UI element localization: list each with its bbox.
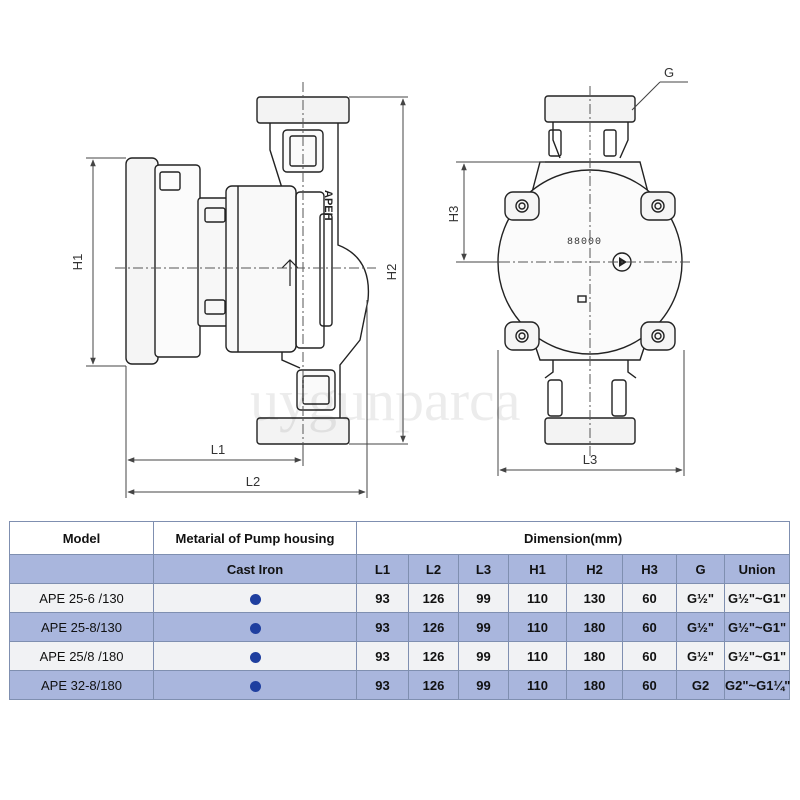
- header-empty-cell: [9, 554, 154, 584]
- cell-union: G½"~G1": [723, 641, 791, 671]
- header-col-l1: L1: [356, 554, 409, 584]
- motor-body: [197, 197, 229, 327]
- cell-l2: 126: [408, 641, 459, 671]
- dim-h3: [456, 161, 545, 263]
- bottom-window: [296, 369, 336, 411]
- cell-l2: 126: [408, 670, 459, 700]
- header-dimension: Dimension(mm): [355, 521, 791, 555]
- cell-l3: 99: [458, 583, 509, 613]
- material-dot-cell: [153, 670, 357, 700]
- row-model: APE 25/8 /180: [9, 641, 154, 671]
- dim-l3: [497, 350, 685, 476]
- table-row: APE 25/8 /180 93 126 99 110 180 60 G½" G…: [9, 641, 791, 671]
- housing-marking: APEH: [322, 190, 334, 221]
- cell-union: G½"~G1": [723, 583, 791, 613]
- header-cast-iron: Cast Iron: [153, 554, 357, 584]
- cell-l3: 99: [458, 670, 509, 700]
- cast-iron-dot-icon: [249, 651, 261, 663]
- nameplate-text: 88000: [567, 237, 602, 248]
- cell-g: G½": [676, 641, 725, 671]
- table-row: APE 32-8/180 93 126 99 110 180 60 G2 G2"…: [9, 670, 790, 700]
- row-model: APE 25-8/130: [9, 612, 154, 642]
- cell-l3: 99: [458, 612, 509, 642]
- label-l1: L1: [211, 442, 225, 457]
- cell-l3: 99: [458, 641, 509, 671]
- cast-iron-dot-icon: [249, 622, 261, 634]
- cell-h2: 180: [566, 612, 623, 642]
- cell-g: G½": [676, 612, 725, 642]
- cell-h1: 110: [508, 641, 567, 671]
- cell-h2: 180: [566, 670, 623, 700]
- material-dot-cell: [153, 641, 357, 671]
- cell-l1: 93: [356, 641, 409, 671]
- spec-table: Model Metarial of Pump housing Dimension…: [9, 521, 790, 700]
- table-row: APE 25-6 /130 93 126 99 110 130 60 G½" G…: [9, 583, 791, 613]
- label-h2: H2: [384, 264, 399, 281]
- cell-h3: 60: [622, 641, 677, 671]
- header-col-l3: L3: [458, 554, 509, 584]
- cell-l1: 93: [356, 612, 409, 642]
- header-material: Metarial of Pump housing: [153, 521, 357, 555]
- label-h3: H3: [446, 206, 461, 223]
- header-col-l2: L2: [408, 554, 459, 584]
- material-dot-cell: [153, 583, 357, 613]
- dim-h1: [86, 157, 126, 367]
- cell-h1: 110: [508, 583, 567, 613]
- label-h1: H1: [70, 254, 85, 271]
- cell-union: G½"~G1": [723, 612, 791, 642]
- cell-l1: 93: [356, 583, 409, 613]
- cell-l2: 126: [408, 612, 459, 642]
- table-row: APE 25-8/130 93 126 99 110 180 60 G½" G½…: [9, 612, 791, 642]
- row-model: APE 25-6 /130: [9, 583, 154, 613]
- label-l2: L2: [246, 474, 260, 489]
- dim-g: [631, 81, 688, 111]
- cell-h3: 60: [622, 670, 677, 700]
- cell-h3: 60: [622, 612, 677, 642]
- cast-iron-dot-icon: [249, 680, 261, 692]
- dim-h2: [349, 96, 408, 445]
- header-model: Model: [9, 521, 154, 555]
- label-g: G: [664, 65, 674, 80]
- cell-l1: 93: [356, 670, 409, 700]
- terminal-box: [125, 157, 159, 365]
- header-row-1: Model Metarial of Pump housing Dimension…: [9, 521, 791, 555]
- header-col-h3: H3: [622, 554, 677, 584]
- technical-drawing: APEH H1 H2 L1 L2: [70, 65, 690, 498]
- top-neck: [269, 123, 339, 189]
- flow-arrow: [281, 259, 299, 286]
- cell-g: G2: [676, 670, 725, 700]
- cell-h3: 60: [622, 583, 677, 613]
- cell-h2: 130: [566, 583, 623, 613]
- cast-iron-dot-icon: [249, 593, 261, 605]
- header-col-h1: H1: [508, 554, 567, 584]
- row-model: APE 32-8/180: [9, 670, 154, 700]
- cell-h1: 110: [508, 670, 567, 700]
- cell-g: G½": [676, 583, 725, 613]
- cell-h2: 180: [566, 641, 623, 671]
- header-col-union: Union: [723, 554, 791, 584]
- cell-l2: 126: [408, 583, 459, 613]
- watermark: uygunparca: [250, 368, 521, 433]
- dim-l1: [125, 366, 304, 498]
- dim-l2: [127, 300, 368, 498]
- header-row-2: Cast Iron L1 L2 L3 H1 H2 H3 G Union: [9, 554, 791, 584]
- header-col-g: G: [676, 554, 725, 584]
- cell-h1: 110: [508, 612, 567, 642]
- material-dot-cell: [153, 612, 357, 642]
- header-col-h2: H2: [566, 554, 623, 584]
- cell-union: G2"~G1¼": [723, 670, 790, 700]
- label-l3: L3: [583, 452, 597, 467]
